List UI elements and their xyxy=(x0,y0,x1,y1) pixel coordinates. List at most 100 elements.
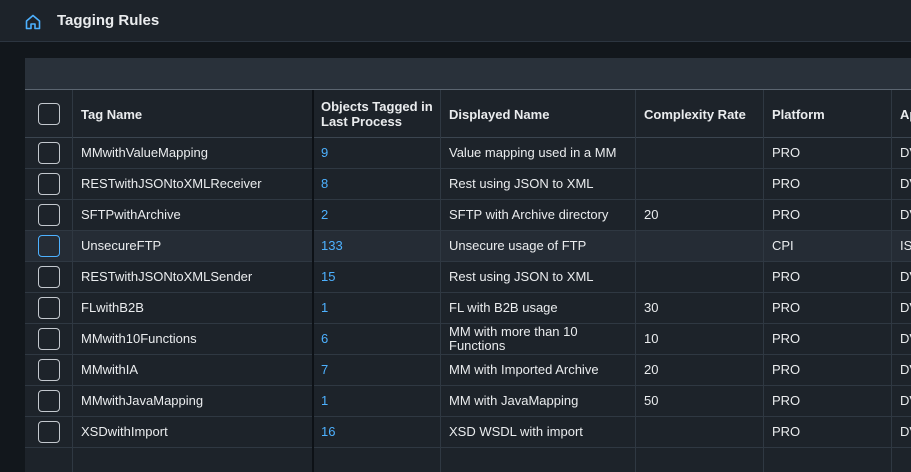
cell-tag-name: RESTwithJSONtoXMLReceiver xyxy=(81,176,262,191)
cell-complexity-rate xyxy=(636,169,763,199)
cell-displayed-name: MM with JavaMapping xyxy=(449,393,579,408)
cell-platform: PRO xyxy=(772,362,801,377)
cell-tag-name: FLwithB2B xyxy=(81,300,144,315)
cell-displayed-name: Value mapping used in a MM xyxy=(449,145,617,160)
cell-complexity-rate: 50 xyxy=(644,393,659,408)
column-divider xyxy=(763,90,764,472)
cell-objects-tagged[interactable]: 7 xyxy=(321,362,329,377)
column-header-ap[interactable]: Ap xyxy=(900,106,911,122)
cell-displayed-name: Rest using JSON to XML xyxy=(449,269,594,284)
cell-displayed-name: Unsecure usage of FTP xyxy=(449,238,587,253)
home-icon xyxy=(25,14,41,30)
table-row[interactable]: RESTwithJSONtoXMLReceiver 8 Rest using JSO… xyxy=(25,169,911,200)
fixed-column-divider xyxy=(312,90,314,472)
cell-displayed-name: MM with Imported Archive xyxy=(449,362,599,377)
cell-ap: IS xyxy=(900,238,911,253)
tagging-rules-table: Tag Name Objects Tagged in Last Process … xyxy=(25,58,911,472)
row-checkbox[interactable] xyxy=(37,421,60,443)
table-toolbar xyxy=(25,58,911,90)
row-checkbox[interactable] xyxy=(37,266,60,288)
column-header-platform[interactable]: Platform xyxy=(772,106,825,122)
cell-displayed-name: MM with more than 10 Functions xyxy=(449,324,578,353)
cell-platform: PRO xyxy=(772,207,801,222)
cell-tag-name: MMwith10Functions xyxy=(81,331,197,346)
cell-tag-name: XSDwithImport xyxy=(81,424,168,439)
column-divider xyxy=(891,90,892,472)
cell-tag-name: UnsecureFTP xyxy=(81,238,162,253)
cell-tag-name: MMwithIA xyxy=(81,362,139,377)
cell-complexity-rate xyxy=(636,417,763,447)
cell-ap: DV xyxy=(900,145,911,160)
table-row[interactable]: MMwithValueMapping 9 Value mapping used in… xyxy=(25,138,911,169)
table-row[interactable]: MMwithJavaMapping 1 MM with JavaMapping 50 P… xyxy=(25,386,911,417)
cell-platform: PRO xyxy=(772,300,801,315)
cell-complexity-rate: 20 xyxy=(644,207,659,222)
cell-platform: PRO xyxy=(772,145,801,160)
cell-complexity-rate: 30 xyxy=(644,300,659,315)
row-checkbox[interactable] xyxy=(37,359,60,381)
cell-objects-tagged[interactable]: 9 xyxy=(321,145,329,160)
cell-displayed-name: XSD WSDL with import xyxy=(449,424,583,439)
cell-displayed-name: Rest using JSON to XML xyxy=(449,176,594,191)
table-row[interactable]: MMwithIA 7 MM with Imported Archive 20 PRO DV xyxy=(25,355,911,386)
column-divider xyxy=(72,90,73,472)
table-row[interactable]: FLwithB2B 1 FL with B2B usage 30 PRO DV xyxy=(25,293,911,324)
column-header-tag-name[interactable]: Tag Name xyxy=(81,106,143,122)
cell-objects-tagged[interactable]: 6 xyxy=(321,331,329,346)
cell-displayed-name: SFTP with Archive directory xyxy=(449,207,609,222)
row-checkbox[interactable] xyxy=(37,390,60,412)
column-header-objects-tagged[interactable]: Objects Tagged in Last Process xyxy=(321,99,433,129)
cell-objects-tagged[interactable]: 8 xyxy=(321,176,329,191)
page-title: Tagging Rules xyxy=(57,12,160,29)
table-row[interactable]: MMwith10Functions 6 MM with more than 10 F… xyxy=(25,324,911,355)
table-body: MMwithValueMapping 9 Value mapping used in… xyxy=(25,138,911,448)
table-row[interactable]: XSDwithImport 16 XSD WSDL with import PRO DV xyxy=(25,417,911,448)
row-checkbox[interactable] xyxy=(37,173,60,195)
cell-ap: DV xyxy=(900,176,911,191)
cell-complexity-rate xyxy=(636,262,763,292)
column-header-displayed-name[interactable]: Displayed Name xyxy=(449,106,550,122)
cell-objects-tagged[interactable]: 16 xyxy=(321,424,336,439)
cell-objects-tagged[interactable]: 15 xyxy=(321,269,336,284)
cell-platform: PRO xyxy=(772,269,801,284)
cell-platform: CPI xyxy=(772,238,794,253)
column-divider xyxy=(440,90,441,472)
cell-ap: DV xyxy=(900,300,911,315)
row-checkbox[interactable] xyxy=(37,235,60,257)
cell-objects-tagged[interactable]: 2 xyxy=(321,207,329,222)
cell-ap: DV xyxy=(900,362,911,377)
table-header-row: Tag Name Objects Tagged in Last Process … xyxy=(25,90,911,138)
table-row[interactable]: UnsecureFTP 133 Unsecure usage of FTP CPI IS xyxy=(25,231,911,262)
shell-bar: Tagging Rules xyxy=(0,0,911,42)
cell-platform: PRO xyxy=(772,176,801,191)
row-checkbox[interactable] xyxy=(37,328,60,350)
cell-platform: PRO xyxy=(772,424,801,439)
cell-ap: DV xyxy=(900,424,911,439)
cell-objects-tagged[interactable]: 1 xyxy=(321,300,329,315)
home-button[interactable] xyxy=(22,11,44,33)
cell-objects-tagged[interactable]: 1 xyxy=(321,393,329,408)
table-row[interactable]: SFTPwithArchive 2 SFTP with Archive direct… xyxy=(25,200,911,231)
row-checkbox[interactable] xyxy=(37,142,60,164)
cell-displayed-name: FL with B2B usage xyxy=(449,300,558,315)
cell-tag-name: MMwithValueMapping xyxy=(81,145,208,160)
table-empty-row xyxy=(25,448,911,472)
cell-ap: DV xyxy=(900,269,911,284)
row-checkbox[interactable] xyxy=(37,204,60,226)
cell-complexity-rate: 10 xyxy=(644,331,659,346)
select-all-checkbox[interactable] xyxy=(37,103,60,125)
cell-complexity-rate: 20 xyxy=(644,362,659,377)
column-header-complexity-rate[interactable]: Complexity Rate xyxy=(644,106,746,122)
column-divider xyxy=(635,90,636,472)
cell-ap: DV xyxy=(900,393,911,408)
cell-platform: PRO xyxy=(772,331,801,346)
cell-tag-name: SFTPwithArchive xyxy=(81,207,181,222)
cell-complexity-rate xyxy=(636,138,763,168)
cell-platform: PRO xyxy=(772,393,801,408)
cell-objects-tagged[interactable]: 133 xyxy=(321,238,343,253)
cell-ap: DV xyxy=(900,207,911,222)
cell-complexity-rate xyxy=(636,231,763,261)
row-checkbox[interactable] xyxy=(37,297,60,319)
cell-tag-name: MMwithJavaMapping xyxy=(81,393,204,408)
